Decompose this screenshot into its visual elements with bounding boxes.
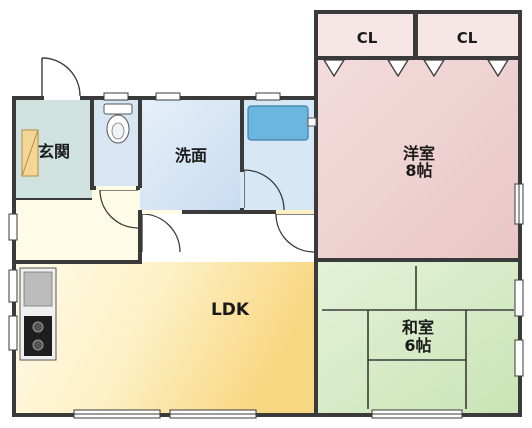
hall-floor [16, 190, 140, 262]
japanese-room-size-label: 6帖 [404, 336, 432, 355]
closet-doors[interactable] [322, 59, 510, 78]
bath-door-gap [240, 172, 244, 208]
closet-right-label: CL [456, 29, 478, 47]
closet-left-floor [318, 14, 416, 60]
bath-tub-icon [247, 105, 309, 141]
ldk-door[interactable] [275, 213, 315, 253]
kitchen-counter [19, 267, 57, 361]
western-room-size-label: 8帖 [405, 161, 433, 180]
entrance-label: 玄関 [37, 142, 70, 161]
ldk-label: LDK [210, 300, 250, 320]
bath-faucet-icon [307, 117, 317, 127]
toilet-door-gap [96, 186, 136, 190]
washroom-label: 洗面 [174, 146, 207, 165]
toilet-icon [103, 103, 133, 144]
western-room-floor [318, 60, 518, 262]
washroom-door[interactable] [141, 213, 181, 253]
closet-right-floor [416, 14, 518, 60]
entrance-door-gap [44, 96, 80, 100]
ldk-door-gap [276, 210, 314, 214]
closet-left-label: CL [356, 29, 378, 47]
entrance-door[interactable] [41, 57, 81, 97]
sink-icon [23, 271, 53, 307]
windows [8, 92, 524, 419]
japanese-room-floor [318, 262, 518, 413]
western-room-name-label: 洋室 [402, 144, 435, 163]
toilet-floor [92, 100, 140, 188]
washroom-floor [140, 100, 242, 212]
japanese-room-name-label: 和室 [401, 318, 434, 337]
entrance-step-line [16, 198, 92, 200]
washroom-door-gap [142, 210, 182, 214]
shoe-box-diagonal [21, 129, 39, 177]
tatami-lines [322, 266, 514, 409]
